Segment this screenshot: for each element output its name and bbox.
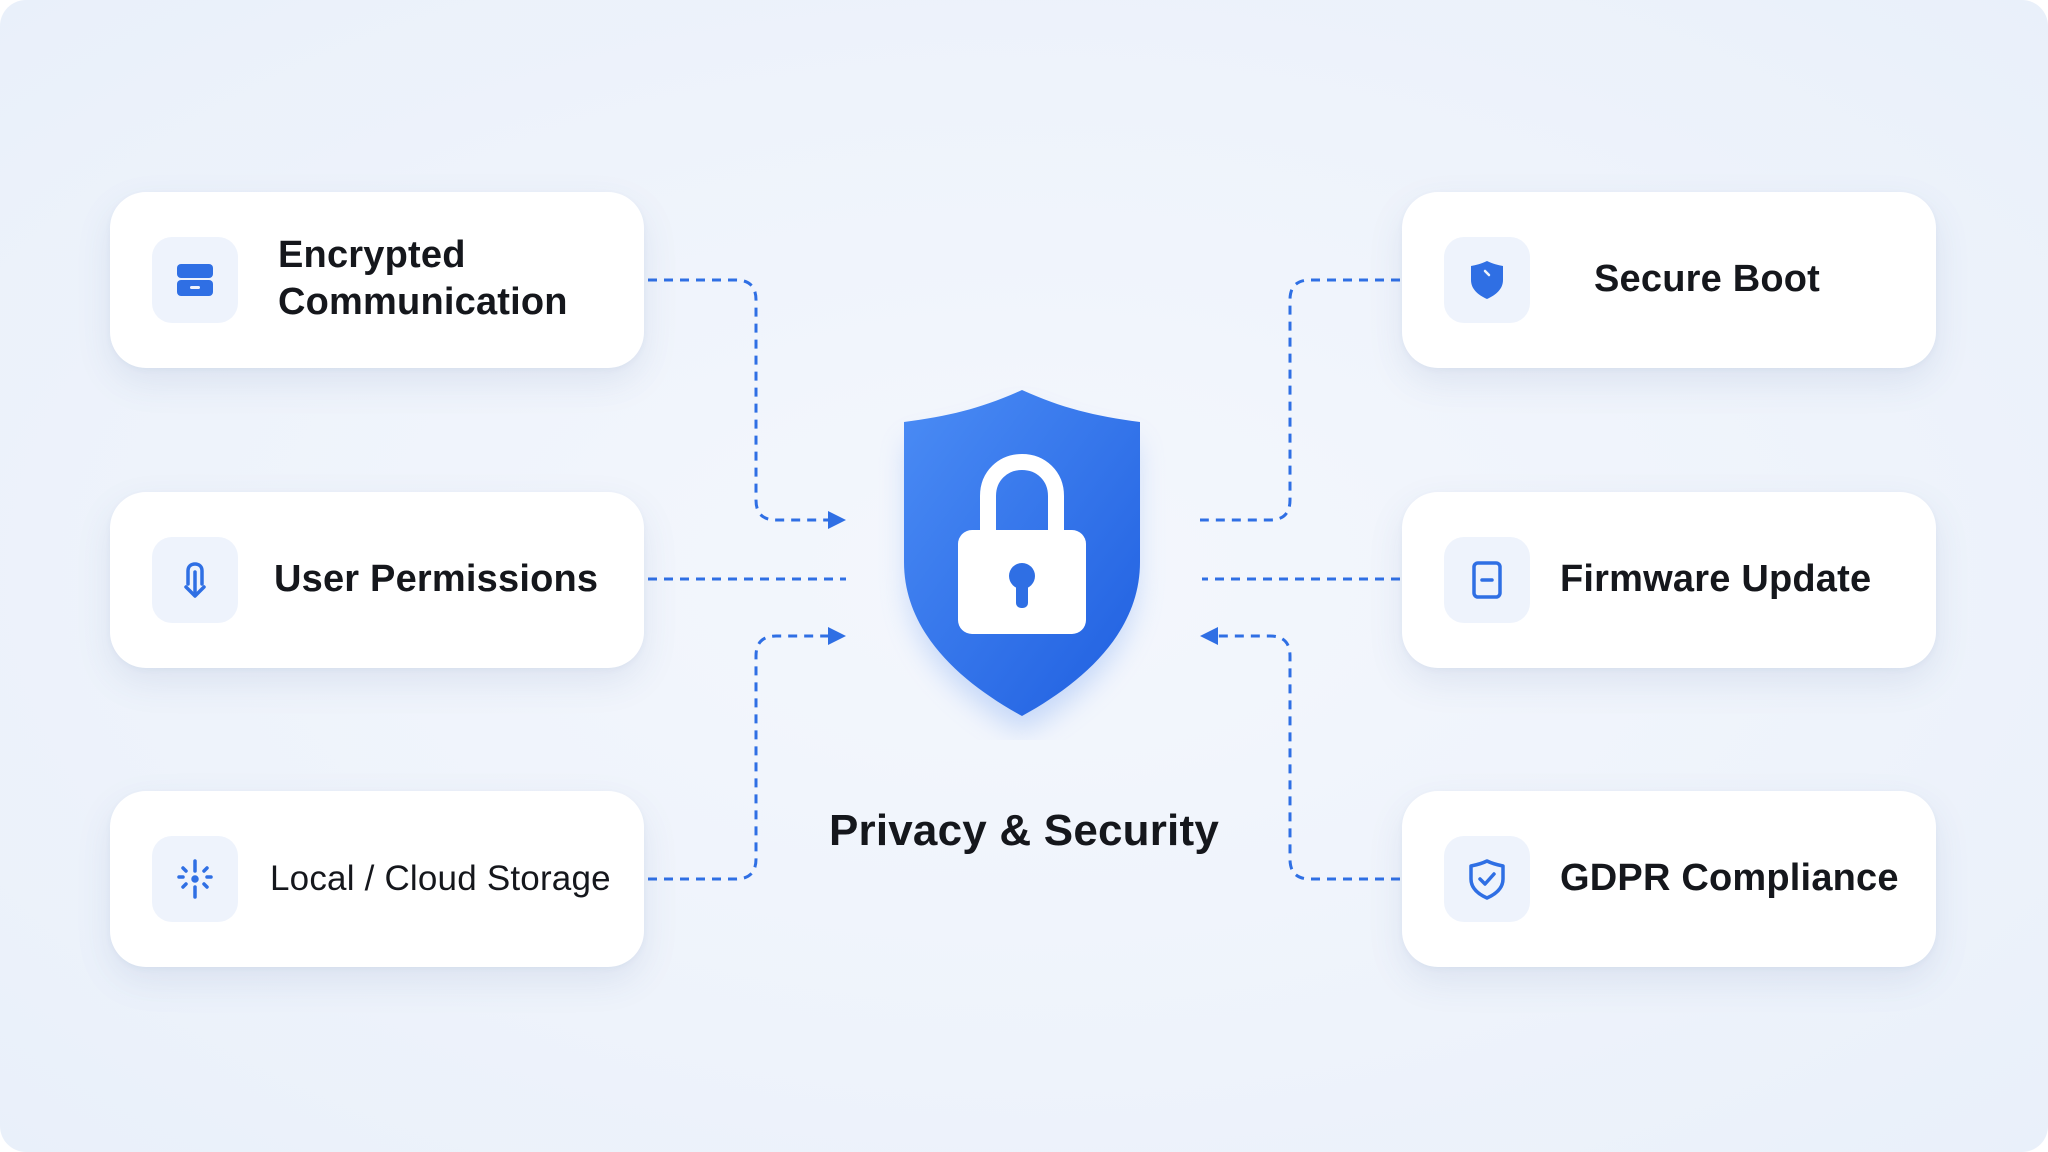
feature-label: Encrypted Communication bbox=[278, 234, 568, 323]
touch-icon bbox=[152, 537, 238, 623]
feature-card-firmware-update: Firmware Update bbox=[1402, 492, 1936, 668]
device-icon bbox=[1444, 537, 1530, 623]
connector-gdpr bbox=[1218, 634, 1400, 881]
shield-icon bbox=[1444, 237, 1530, 323]
feature-label: GDPR Compliance bbox=[1560, 857, 1899, 899]
feature-label: Local / Cloud Storage bbox=[270, 859, 611, 898]
arrowhead-gdpr bbox=[1200, 627, 1218, 645]
feature-label: Secure Boot bbox=[1594, 258, 1821, 300]
center-shield-icon bbox=[872, 384, 1172, 740]
arrowhead-storage bbox=[828, 627, 846, 645]
sparkle-icon bbox=[152, 836, 238, 922]
connector-storage bbox=[648, 634, 828, 881]
feature-label: User Permissions bbox=[274, 558, 599, 600]
card-icon bbox=[152, 237, 238, 323]
feature-card-local-cloud-storage: Local / Cloud Storage bbox=[110, 791, 644, 967]
connector-encrypted bbox=[648, 278, 828, 522]
arrowhead-encrypted bbox=[828, 511, 846, 529]
feature-card-gdpr-compliance: GDPR Compliance bbox=[1402, 791, 1936, 967]
feature-card-secure-boot: Secure Boot bbox=[1402, 192, 1936, 368]
connector-secure-boot bbox=[1200, 278, 1400, 522]
feature-label: Firmware Update bbox=[1560, 558, 1872, 600]
shield-check-icon bbox=[1444, 836, 1530, 922]
feature-card-encrypted-communication: Encrypted Communication bbox=[110, 192, 644, 368]
center-title: Privacy & Security bbox=[828, 806, 1220, 855]
feature-card-user-permissions: User Permissions bbox=[110, 492, 644, 668]
